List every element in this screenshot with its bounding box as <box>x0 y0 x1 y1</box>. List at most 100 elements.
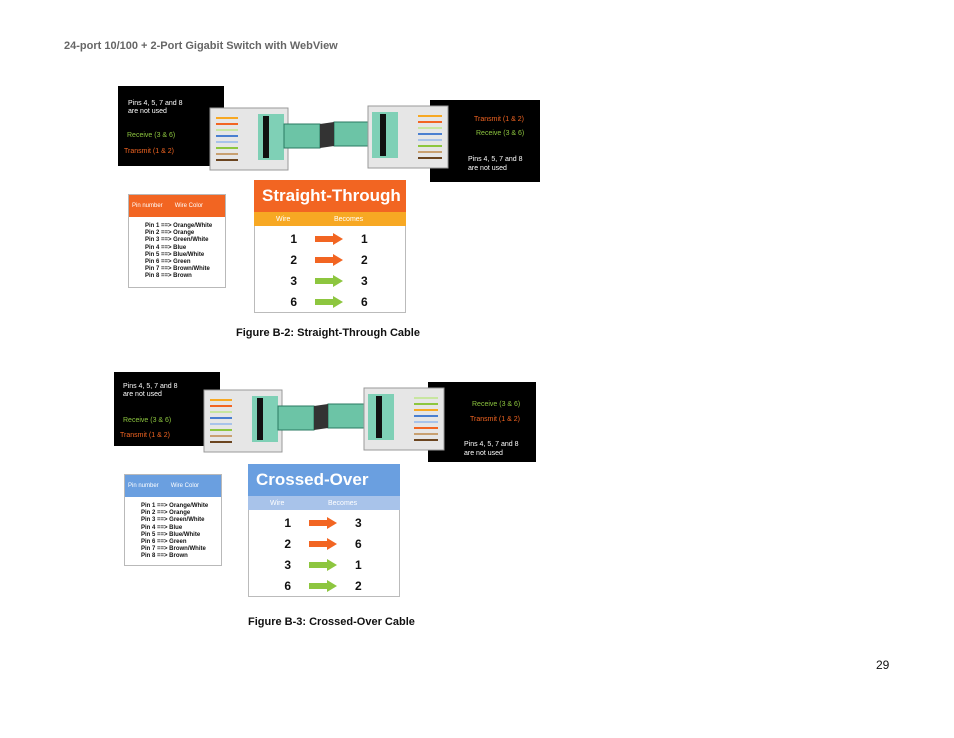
wire-color-heading: Wire Color <box>174 203 204 209</box>
right-pins-note-line1: Pins 4, 5, 7 and 8 <box>468 156 523 163</box>
becomes-cell: 3 <box>361 273 368 288</box>
pin-item: Pin 6 ==> Green <box>145 259 191 266</box>
arrow-right-icon <box>297 253 361 266</box>
pin-item: Pin 6 ==> Green <box>141 539 187 546</box>
left-pins-note-line2: are not used <box>128 108 167 115</box>
cable-segment-right <box>327 403 365 429</box>
arrow-right-icon <box>291 537 355 550</box>
left-plug-boot <box>258 114 284 160</box>
table-row: 1 3 <box>249 512 399 533</box>
pin-item: Pin 2 ==> Orange <box>141 510 191 517</box>
running-header: 24-port 10/100 + 2-Port Gigabit Switch w… <box>64 40 338 52</box>
becomes-cell: 6 <box>361 294 368 309</box>
right-pins-note-line2: are not used <box>468 165 507 172</box>
right-bottom-label: Transmit (1 & 2) <box>470 416 520 423</box>
right-pins-note-line1: Pins 4, 5, 7 and 8 <box>464 441 519 448</box>
arrow-right-icon <box>297 295 361 308</box>
cable-segment-right <box>333 121 371 147</box>
table-subheader: Wire Becomes <box>254 212 406 226</box>
wire-cell: 6 <box>290 294 297 309</box>
left-receive-label: Receive (3 & 6) <box>127 132 175 139</box>
right-label-panel <box>428 382 536 462</box>
pin-number-heading: Pin number <box>132 203 163 209</box>
arrow-right-icon <box>297 274 361 287</box>
figure-caption-b3: Figure B-3: Crossed-Over Cable <box>248 616 415 628</box>
pin-item: Pin 1 ==> Orange/White <box>145 223 213 229</box>
pin-list: Pin 1 ==> Orange/White Pin 2 ==> Orange … <box>145 223 225 281</box>
pin-color-legend-crossed: Pin number Wire Color Pin 1 ==> Orange/W… <box>124 474 222 566</box>
wire-cell: 1 <box>284 515 291 530</box>
page-number: 29 <box>876 658 890 672</box>
pin-item: Pin 7 ==> Brown/White <box>145 266 210 273</box>
left-transmit-label: Transmit (1 & 2) <box>120 432 170 439</box>
becomes-cell: 2 <box>355 578 362 593</box>
table-row: 6 2 <box>249 575 399 596</box>
table-row: 3 1 <box>249 554 399 575</box>
pin-legend-header: Pin number Wire Color <box>129 195 225 217</box>
arrow-right-icon <box>291 558 355 571</box>
left-transmit-label: Transmit (1 & 2) <box>124 148 174 155</box>
cable-diagram-crossed-over: Pins 4, 5, 7 and 8 are not used Receive … <box>114 372 536 462</box>
left-pins-note-line1: Pins 4, 5, 7 and 8 <box>123 383 178 390</box>
table-subheader: Wire Becomes <box>248 496 400 510</box>
pin-item: Pin 4 ==> Blue <box>141 524 183 531</box>
table-title: Straight-Through <box>254 180 406 212</box>
col-becomes-heading: Becomes <box>334 215 364 223</box>
cable-segment-left <box>283 123 321 149</box>
table-row: 6 6 <box>255 291 405 312</box>
wire-cell: 1 <box>290 231 297 246</box>
becomes-cell: 2 <box>361 252 368 267</box>
arrow-right-icon <box>291 579 355 592</box>
cable-segment-left <box>277 405 315 431</box>
pin-item: Pin 4 ==> Blue <box>145 244 187 251</box>
col-wire-heading: Wire <box>276 215 291 223</box>
pin-list: Pin 1 ==> Orange/White Pin 2 ==> Orange … <box>141 503 221 561</box>
table-row: 3 3 <box>255 270 405 291</box>
figure-caption-b2: Figure B-2: Straight-Through Cable <box>236 327 420 339</box>
arrow-right-icon <box>297 232 361 245</box>
arrow-right-icon <box>291 516 355 529</box>
table-row: 1 1 <box>255 228 405 249</box>
right-pins-note-line2: are not used <box>464 450 503 457</box>
wire-cell: 3 <box>284 557 291 572</box>
straight-through-table: Straight-Through Wire Becomes 1 1 2 2 3 … <box>254 180 406 313</box>
pin-item: Pin 3 ==> Green/White <box>145 237 209 244</box>
wire-cell: 3 <box>290 273 297 288</box>
wire-cell: 2 <box>290 252 297 267</box>
becomes-cell: 3 <box>355 515 362 530</box>
table-body: 1 1 2 2 3 3 6 6 <box>254 226 406 313</box>
pin-item: Pin 3 ==> Green/White <box>141 517 205 524</box>
table-title: Crossed-Over <box>248 464 400 496</box>
left-receive-label: Receive (3 & 6) <box>123 417 171 424</box>
becomes-cell: 1 <box>355 557 362 572</box>
wire-color-heading: Wire Color <box>170 483 200 489</box>
left-pins-note-line2: are not used <box>123 391 162 398</box>
right-top-label: Receive (3 & 6) <box>472 401 520 408</box>
wire-cell: 6 <box>284 578 291 593</box>
figure-crossed-over: Pins 4, 5, 7 and 8 are not used Receive … <box>114 372 536 464</box>
right-bottom-label: Receive (3 & 6) <box>476 130 524 137</box>
pin-number-heading: Pin number <box>128 483 159 489</box>
wire-cell: 2 <box>284 536 291 551</box>
pin-color-legend-straight: Pin number Wire Color Pin 1 ==> Orange/W… <box>128 194 226 288</box>
pin-item: Pin 8 ==> Brown <box>145 273 192 280</box>
figure-straight-through: Pins 4, 5, 7 and 8 are not used Receive … <box>118 86 540 188</box>
left-label-panel <box>118 86 224 166</box>
cable-diagram-straight-through: Pins 4, 5, 7 and 8 are not used Receive … <box>118 86 540 182</box>
pin-legend-header: Pin number Wire Color <box>125 475 221 497</box>
col-becomes-heading: Becomes <box>328 499 358 507</box>
right-top-label: Transmit (1 & 2) <box>474 116 524 123</box>
pin-item: Pin 2 ==> Orange <box>145 230 195 237</box>
pin-item: Pin 7 ==> Brown/White <box>141 546 206 553</box>
pin-item: Pin 5 ==> Blue/White <box>141 531 201 538</box>
left-label-panel <box>114 372 220 446</box>
table-row: 2 2 <box>255 249 405 270</box>
pin-item: Pin 8 ==> Brown <box>141 553 188 560</box>
left-pins-note-line1: Pins 4, 5, 7 and 8 <box>128 100 183 107</box>
table-body: 1 3 2 6 3 1 6 2 <box>248 510 400 597</box>
pin-item: Pin 5 ==> Blue/White <box>145 251 205 258</box>
col-wire-heading: Wire <box>270 499 285 507</box>
crossed-over-table: Crossed-Over Wire Becomes 1 3 2 6 3 1 6 … <box>248 464 400 597</box>
table-row: 2 6 <box>249 533 399 554</box>
becomes-cell: 6 <box>355 536 362 551</box>
